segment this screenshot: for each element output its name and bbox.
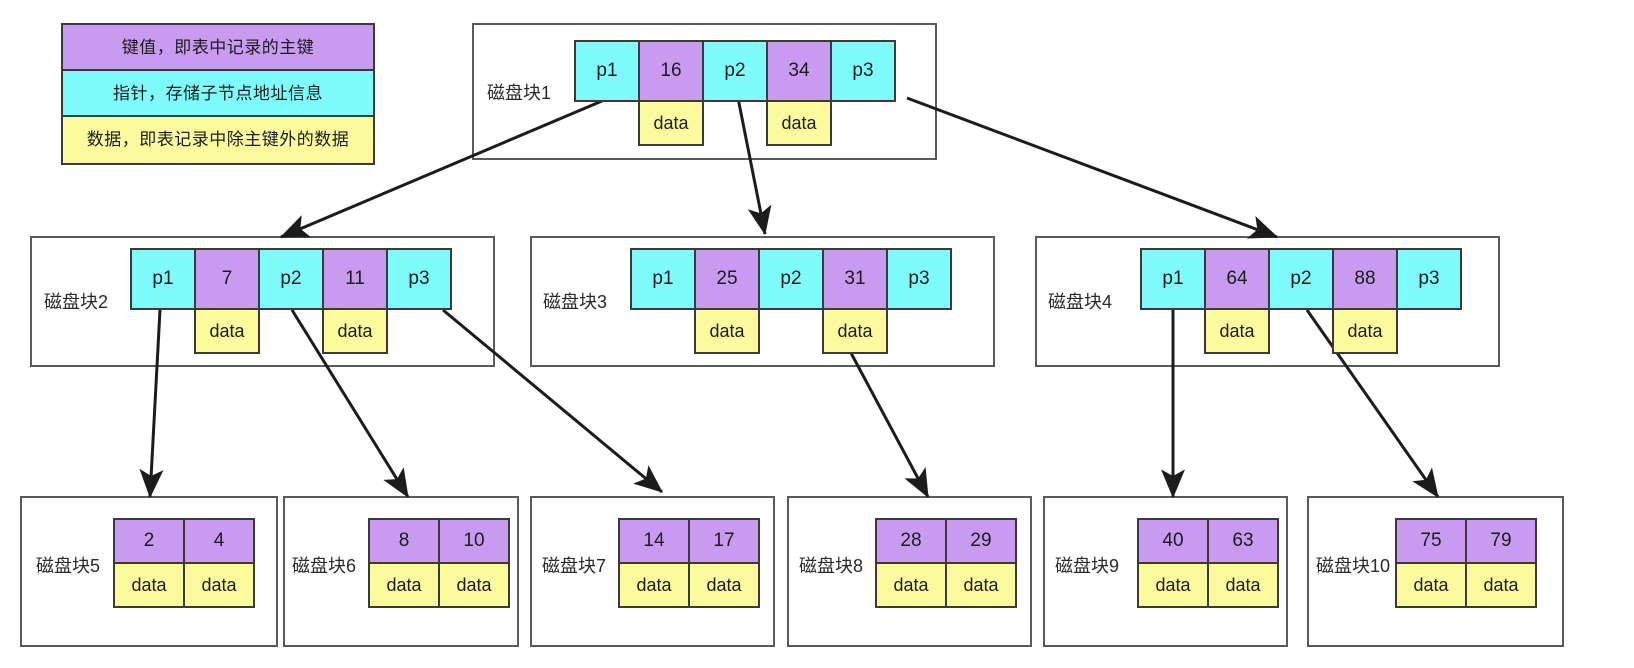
node-block10-entry-2[interactable]: 79 data <box>1465 518 1537 608</box>
node-block6-entry-1[interactable]: 8 data <box>368 518 440 608</box>
node-block10-grid: 75 data 79 data <box>1395 518 1537 608</box>
legend: 键值，即表中记录的主键 指针，存储子节点地址信息 数据，即表记录中除主键外的数据 <box>61 23 375 165</box>
node-block7-key-2[interactable]: 17 <box>688 518 760 564</box>
legend-row-data: 数据，即表记录中除主键外的数据 <box>63 117 373 163</box>
node-block4-data-1: data <box>1204 308 1270 354</box>
node-block1-label: 磁盘块1 <box>487 83 552 103</box>
node-block1-cells: p1 16 p2 34 p3 <box>574 40 896 102</box>
node-block3-data-2: data <box>822 308 888 354</box>
node-block2-data-2: data <box>322 308 388 354</box>
node-block9-entry-2[interactable]: 63 data <box>1207 518 1279 608</box>
node-block3-cells: p1 25 p2 31 p3 <box>630 248 952 310</box>
node-block9-entry-1[interactable]: 40 data <box>1137 518 1209 608</box>
node-block6-label: 磁盘块6 <box>292 556 357 576</box>
node-block8-key-2[interactable]: 29 <box>945 518 1017 564</box>
node-block8-data-2: data <box>945 562 1017 608</box>
node-block6-key-2[interactable]: 10 <box>438 518 510 564</box>
node-block10-key-1[interactable]: 75 <box>1395 518 1467 564</box>
node-block1-data-2: data <box>766 100 832 146</box>
node-block6-data-1: data <box>368 562 440 608</box>
node-block2[interactable] <box>30 236 495 367</box>
node-block1-cell-key1[interactable]: 16 <box>638 40 704 102</box>
node-block3-cell-p2[interactable]: p2 <box>758 248 824 310</box>
node-block4-cell-key1[interactable]: 64 <box>1204 248 1270 310</box>
node-block6-data-2: data <box>438 562 510 608</box>
legend-row-key: 键值，即表中记录的主键 <box>63 25 373 71</box>
node-block1-data-1: data <box>638 100 704 146</box>
node-block4-cell-p1[interactable]: p1 <box>1140 248 1206 310</box>
node-block8-label: 磁盘块8 <box>799 556 864 576</box>
node-block1-cell-p3[interactable]: p3 <box>830 40 896 102</box>
node-block10-label: 磁盘块10 <box>1316 556 1391 576</box>
node-block5-entry-2[interactable]: 4 data <box>183 518 255 608</box>
node-block7-entry-1[interactable]: 14 data <box>618 518 690 608</box>
node-block3-cell-key2[interactable]: 31 <box>822 248 888 310</box>
node-block5-data-1: data <box>113 562 185 608</box>
node-block3-data-1: data <box>694 308 760 354</box>
node-block8-key-1[interactable]: 28 <box>875 518 947 564</box>
node-block6-key-1[interactable]: 8 <box>368 518 440 564</box>
node-block1-cell-p2[interactable]: p2 <box>702 40 768 102</box>
node-block4-data-2: data <box>1332 308 1398 354</box>
node-block2-cells: p1 7 p2 11 p3 <box>130 248 452 310</box>
legend-row-pointer: 指针，存储子节点地址信息 <box>63 71 373 117</box>
node-block3-cell-p3[interactable]: p3 <box>886 248 952 310</box>
node-block9-grid: 40 data 63 data <box>1137 518 1279 608</box>
node-block8-data-1: data <box>875 562 947 608</box>
node-block4-cell-p3[interactable]: p3 <box>1396 248 1462 310</box>
node-block5-label: 磁盘块5 <box>36 556 101 576</box>
node-block4-cell-p2[interactable]: p2 <box>1268 248 1334 310</box>
node-block2-cell-key2[interactable]: 11 <box>322 248 388 310</box>
node-block2-cell-p3[interactable]: p3 <box>386 248 452 310</box>
node-block9-key-2[interactable]: 63 <box>1207 518 1279 564</box>
node-block6-entry-2[interactable]: 10 data <box>438 518 510 608</box>
node-block9-data-2: data <box>1207 562 1279 608</box>
node-block7-key-1[interactable]: 14 <box>618 518 690 564</box>
node-block1[interactable] <box>472 23 937 160</box>
node-block7-data-1: data <box>618 562 690 608</box>
node-block9-label: 磁盘块9 <box>1055 556 1120 576</box>
node-block7-label: 磁盘块7 <box>542 556 607 576</box>
node-block7-grid: 14 data 17 data <box>618 518 760 608</box>
node-block10-entry-1[interactable]: 75 data <box>1395 518 1467 608</box>
node-block9-key-1[interactable]: 40 <box>1137 518 1209 564</box>
node-block5-grid: 2 data 4 data <box>113 518 255 608</box>
node-block2-data-1: data <box>194 308 260 354</box>
node-block1-cell-p1[interactable]: p1 <box>574 40 640 102</box>
node-block5-data-2: data <box>183 562 255 608</box>
node-block10-data-1: data <box>1395 562 1467 608</box>
edge-block1-p3-block4 <box>906 96 1279 239</box>
node-block3-cell-key1[interactable]: 25 <box>694 248 760 310</box>
node-block4-cell-key2[interactable]: 88 <box>1332 248 1398 310</box>
node-block4-cells: p1 64 p2 88 p3 <box>1140 248 1462 310</box>
node-block5-entry-1[interactable]: 2 data <box>113 518 185 608</box>
node-block7-data-2: data <box>688 562 760 608</box>
node-block2-cell-p2[interactable]: p2 <box>258 248 324 310</box>
node-block8-grid: 28 data 29 data <box>875 518 1017 608</box>
node-block5-key-1[interactable]: 2 <box>113 518 185 564</box>
node-block3-label: 磁盘块3 <box>543 292 608 312</box>
node-block3[interactable] <box>530 236 995 367</box>
node-block10-data-2: data <box>1465 562 1537 608</box>
node-block4-label: 磁盘块4 <box>1048 292 1113 312</box>
node-block5-key-2[interactable]: 4 <box>183 518 255 564</box>
node-block1-cell-key2[interactable]: 34 <box>766 40 832 102</box>
node-block8-entry-1[interactable]: 28 data <box>875 518 947 608</box>
node-block6-grid: 8 data 10 data <box>368 518 510 608</box>
node-block2-label: 磁盘块2 <box>44 292 109 312</box>
node-block2-cell-key1[interactable]: 7 <box>194 248 260 310</box>
node-block10-key-2[interactable]: 79 <box>1465 518 1537 564</box>
node-block9-data-1: data <box>1137 562 1209 608</box>
node-block7[interactable] <box>530 496 775 647</box>
node-block3-cell-p1[interactable]: p1 <box>630 248 696 310</box>
node-block7-entry-2[interactable]: 17 data <box>688 518 760 608</box>
node-block2-cell-p1[interactable]: p1 <box>130 248 196 310</box>
node-block8-entry-2[interactable]: 29 data <box>945 518 1017 608</box>
